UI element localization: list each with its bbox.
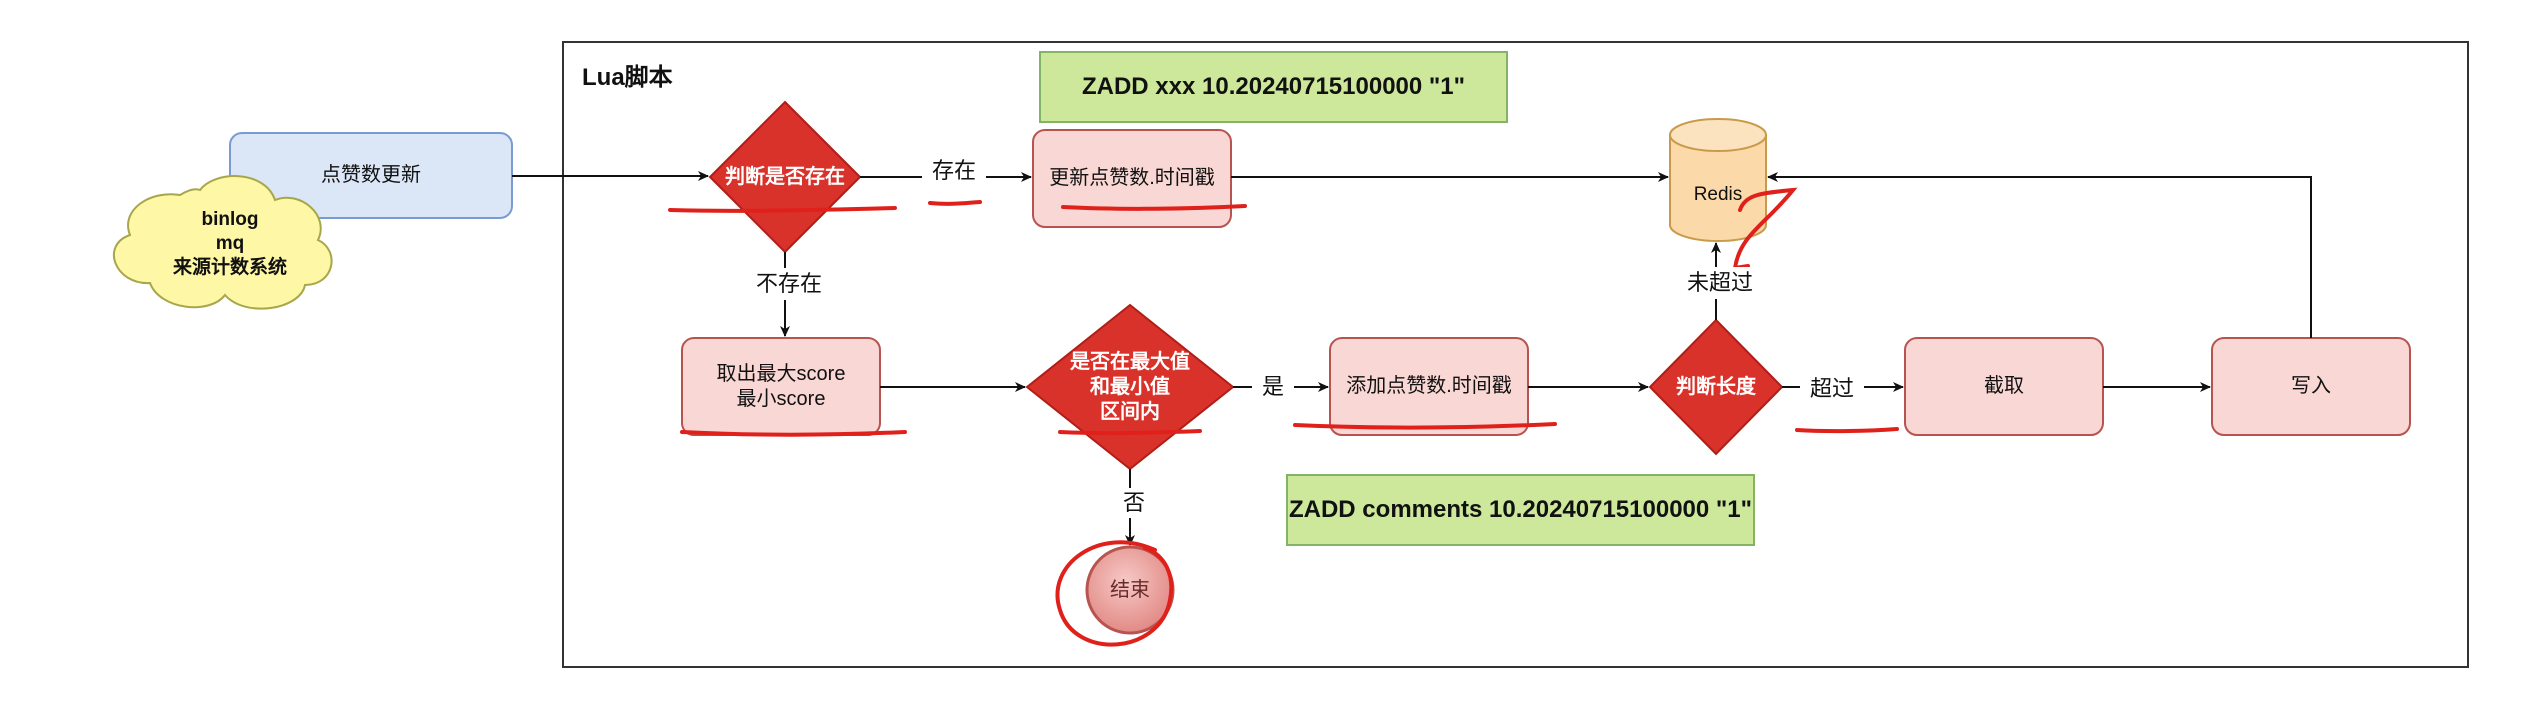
add-like-timestamp-label: 添加点赞数.时间戳 [1346, 375, 1512, 397]
underline-check-exists [668, 206, 897, 213]
underline-check-range [1058, 429, 1202, 436]
edge-label-no: 否 [1113, 488, 1155, 518]
lua-script-container [562, 41, 2469, 668]
edge-label-yes: 是 [1252, 372, 1294, 402]
note-zadd-xxx: ZADD xxx 10.20240715100000 "1" [1081, 73, 1466, 100]
update-like-timestamp-box [1032, 129, 1232, 228]
truncate-label: 截取 [1984, 375, 2024, 397]
edge-write-to-redis [1767, 172, 2312, 338]
check-length-label: 判断长度 [1676, 375, 1756, 398]
underline-add-like [1293, 422, 1557, 430]
edge-label-not-exceeded: 未超过 [1675, 267, 1765, 299]
get-max-min-score-label: 取出最大score 最小score [716, 362, 846, 410]
underline-get-score [680, 430, 907, 437]
underline-exists [928, 200, 982, 206]
edge-label-exceeded: 超过 [1800, 374, 1864, 404]
redis-label: Redis [1693, 184, 1743, 206]
check-exists-label: 判断是否存在 [725, 165, 845, 188]
end-circle-mark [1055, 540, 1174, 647]
redis-hook [1732, 187, 1798, 271]
container-title: Lua脚本 [582, 64, 673, 91]
source-cloud [112, 175, 333, 310]
note-zadd-xxx-box [1039, 51, 1508, 123]
edge-label-not-exists: 不存在 [745, 268, 833, 300]
note-zadd-comments: ZADD comments 10.20240715100000 "1" [1288, 496, 1753, 523]
write-label: 写入 [2291, 375, 2331, 397]
edge-label-exists: 存在 [922, 156, 986, 186]
end-label: 结束 [1110, 578, 1150, 601]
underline-exceeded [1795, 427, 1899, 434]
check-length-diamond [1648, 318, 1784, 456]
red-annotations [668, 187, 1899, 647]
source-cloud-label: binlog mq 来源计数系统 [172, 209, 287, 278]
update-like-timestamp-label: 更新点赞数.时间戳 [1049, 167, 1215, 189]
update-count-label: 点赞数更新 [321, 164, 421, 186]
check-range-label: 是否在最大值 和最小值 区间内 [1070, 350, 1190, 423]
note-zadd-comments-box [1286, 474, 1755, 546]
redis-cylinder [1669, 118, 1767, 242]
underline-update-like [1061, 204, 1247, 211]
